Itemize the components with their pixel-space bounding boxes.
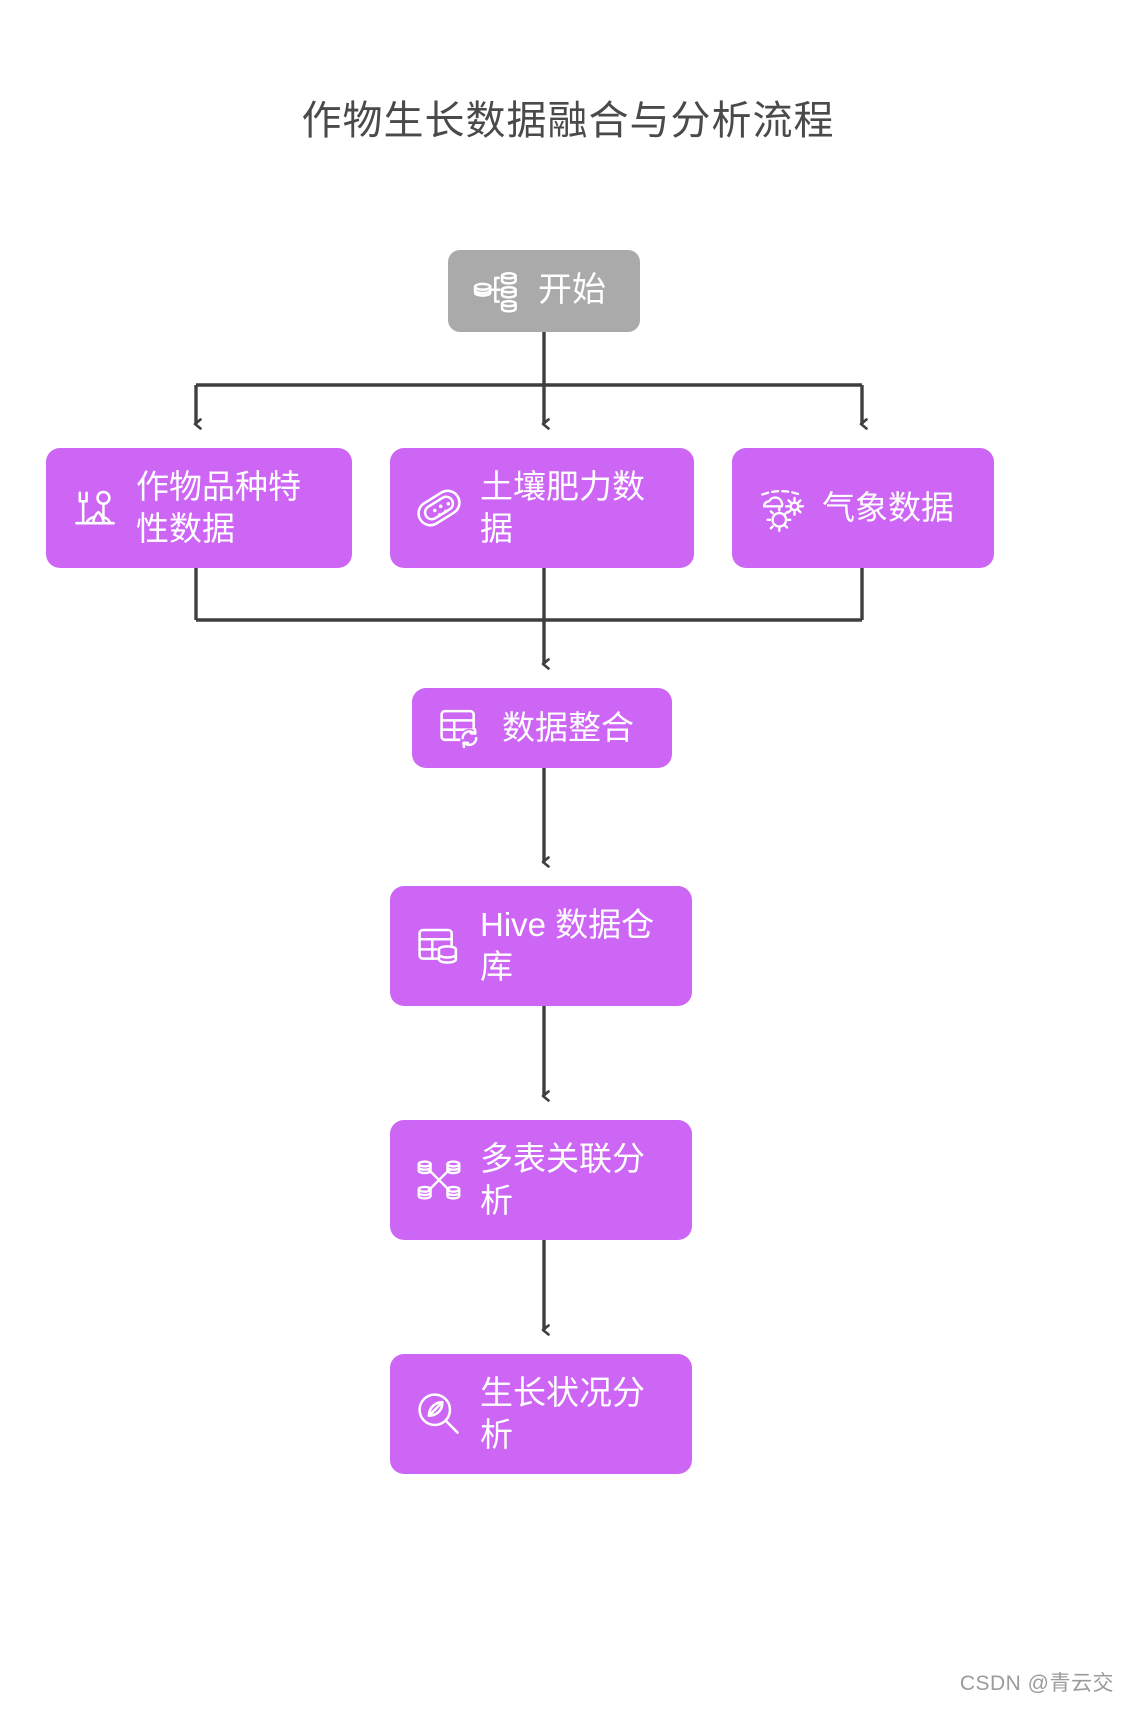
- node-data-integration[interactable]: 数据整合: [412, 688, 672, 768]
- node-growth-status-analysis[interactable]: 生长状况分析: [390, 1354, 692, 1474]
- soil-sample-icon: [417, 489, 461, 527]
- table-database-icon: [418, 928, 458, 964]
- node-start-label: 开始: [538, 271, 606, 310]
- node-hive-label: Hive 数据仓库: [480, 905, 655, 985]
- table-sync-icon: [440, 709, 479, 749]
- watermark: CSDN @青云交: [960, 1667, 1114, 1697]
- node-multi-table-join-label: 多表关联分析: [480, 1139, 645, 1219]
- leaf-magnifier-icon: [418, 1393, 459, 1434]
- node-crop-variety-data[interactable]: 作物品种特性数据: [46, 448, 352, 568]
- node-multi-table-join-analysis[interactable]: 多表关联分析: [390, 1120, 692, 1240]
- node-growth-status-label: 生长状况分析: [480, 1373, 645, 1453]
- database-split-icon: [473, 272, 517, 313]
- node-weather-data[interactable]: 气象数据: [732, 448, 994, 568]
- multi-table-join-icon: [417, 1160, 461, 1200]
- node-soil-fertility-label: 土壤肥力数据: [480, 467, 645, 547]
- page-title: 作物生长数据融合与分析流程: [301, 99, 835, 143]
- weather-sun-cloud-icon: [761, 489, 805, 533]
- node-data-integration-label: 数据整合: [502, 708, 634, 746]
- node-soil-fertility-data[interactable]: 土壤肥力数据: [390, 448, 694, 568]
- node-hive-data-warehouse[interactable]: Hive 数据仓库: [390, 886, 692, 1006]
- node-start[interactable]: 开始: [448, 250, 640, 332]
- node-crop-variety-label: 作物品种特性数据: [136, 467, 301, 547]
- watermark-user: @青云交: [1027, 1672, 1114, 1695]
- watermark-prefix: CSDN: [959, 1672, 1028, 1695]
- seedling-plant-icon: [75, 490, 115, 525]
- node-weather-label: 气象数据: [822, 488, 954, 526]
